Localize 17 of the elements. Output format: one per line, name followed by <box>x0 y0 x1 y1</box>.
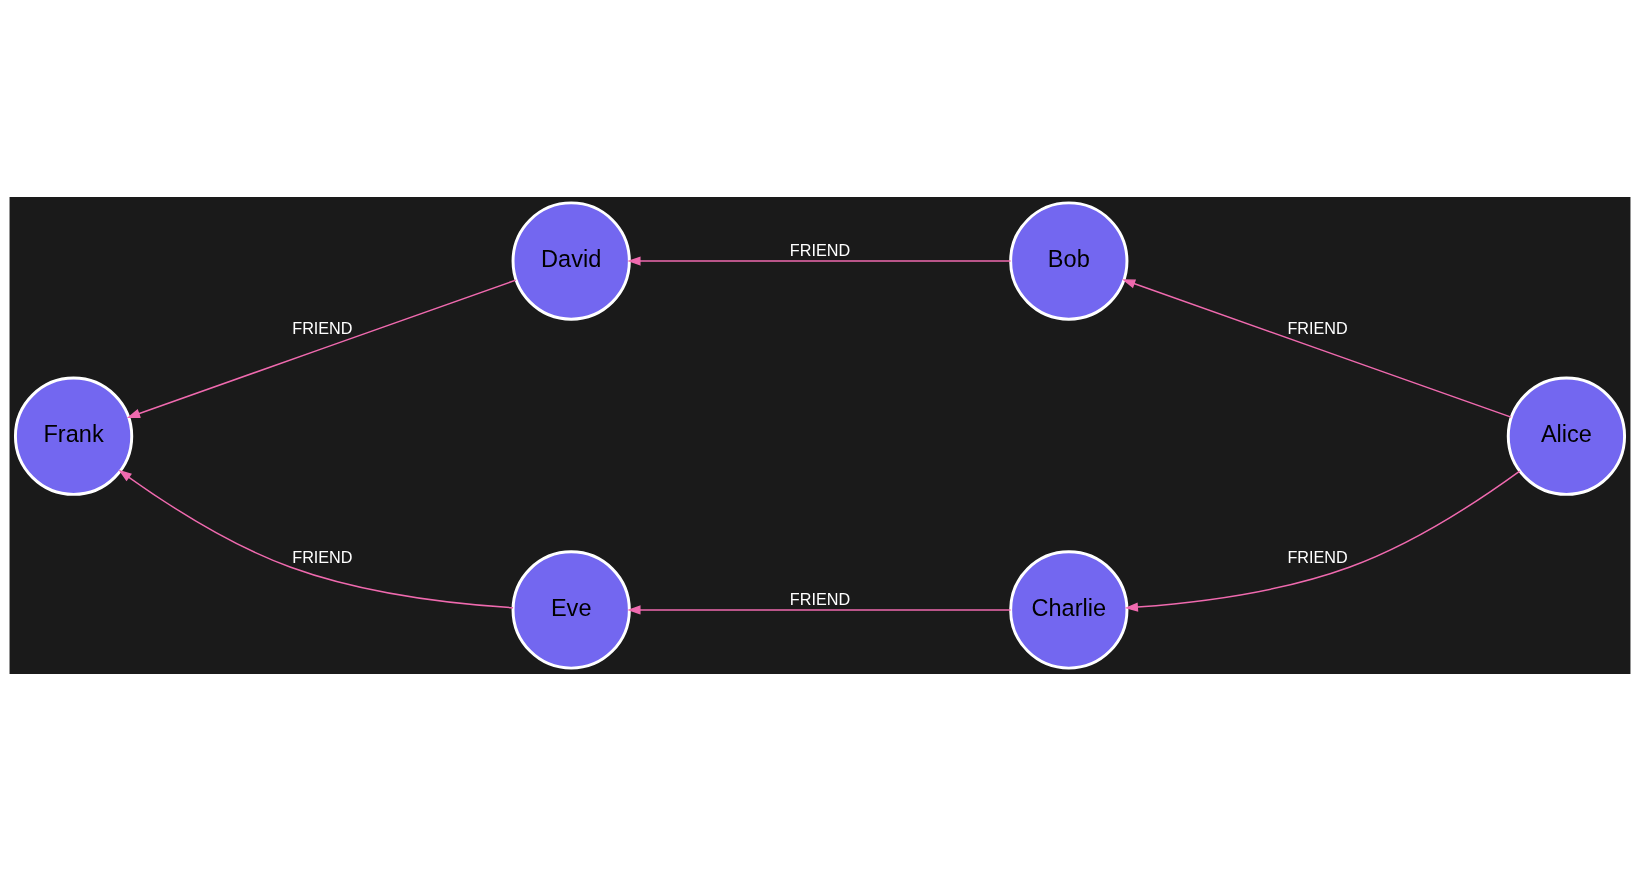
node-circle: Charlie <box>1009 549 1129 670</box>
edge-label: FRIEND <box>1287 547 1348 566</box>
edge-label: FRIEND <box>789 589 851 608</box>
edge-label: FRIEND <box>789 240 851 259</box>
arrow <box>627 255 1012 266</box>
arrow <box>118 469 514 609</box>
arrow <box>627 604 1012 615</box>
edge-label: FRIEND <box>292 547 353 566</box>
node-circle: Bob <box>1009 200 1129 321</box>
node-circle: David <box>511 200 631 321</box>
arrow <box>1122 278 1512 418</box>
arrow <box>126 278 517 418</box>
edge-label: FRIEND <box>1287 318 1348 337</box>
node-circle: Eve <box>511 549 631 670</box>
arrow <box>1124 469 1521 612</box>
node-circle: Alice <box>1506 376 1627 496</box>
edge-label: FRIEND <box>292 318 353 337</box>
